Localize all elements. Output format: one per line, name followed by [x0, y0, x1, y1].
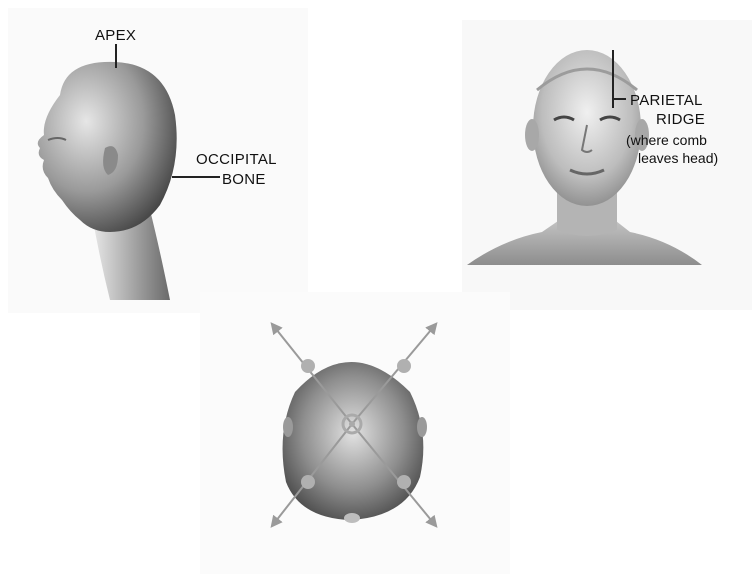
- top-view-head-illustration: [200, 292, 510, 574]
- parietal-leader-line-horizontal: [612, 98, 626, 100]
- occipital-label-line2: BONE: [222, 171, 266, 188]
- apex-label: APEX: [95, 27, 136, 44]
- apex-leader-line: [115, 44, 117, 68]
- parietal-label-line2: RIDGE: [656, 111, 705, 128]
- parietal-note-line2: leaves head): [638, 150, 718, 166]
- occipital-leader-line: [172, 176, 220, 178]
- parietal-label-line1: PARIETAL: [630, 92, 703, 109]
- parietal-note-line1: (where comb: [626, 132, 707, 148]
- occipital-label-line1: OCCIPITAL: [196, 151, 277, 168]
